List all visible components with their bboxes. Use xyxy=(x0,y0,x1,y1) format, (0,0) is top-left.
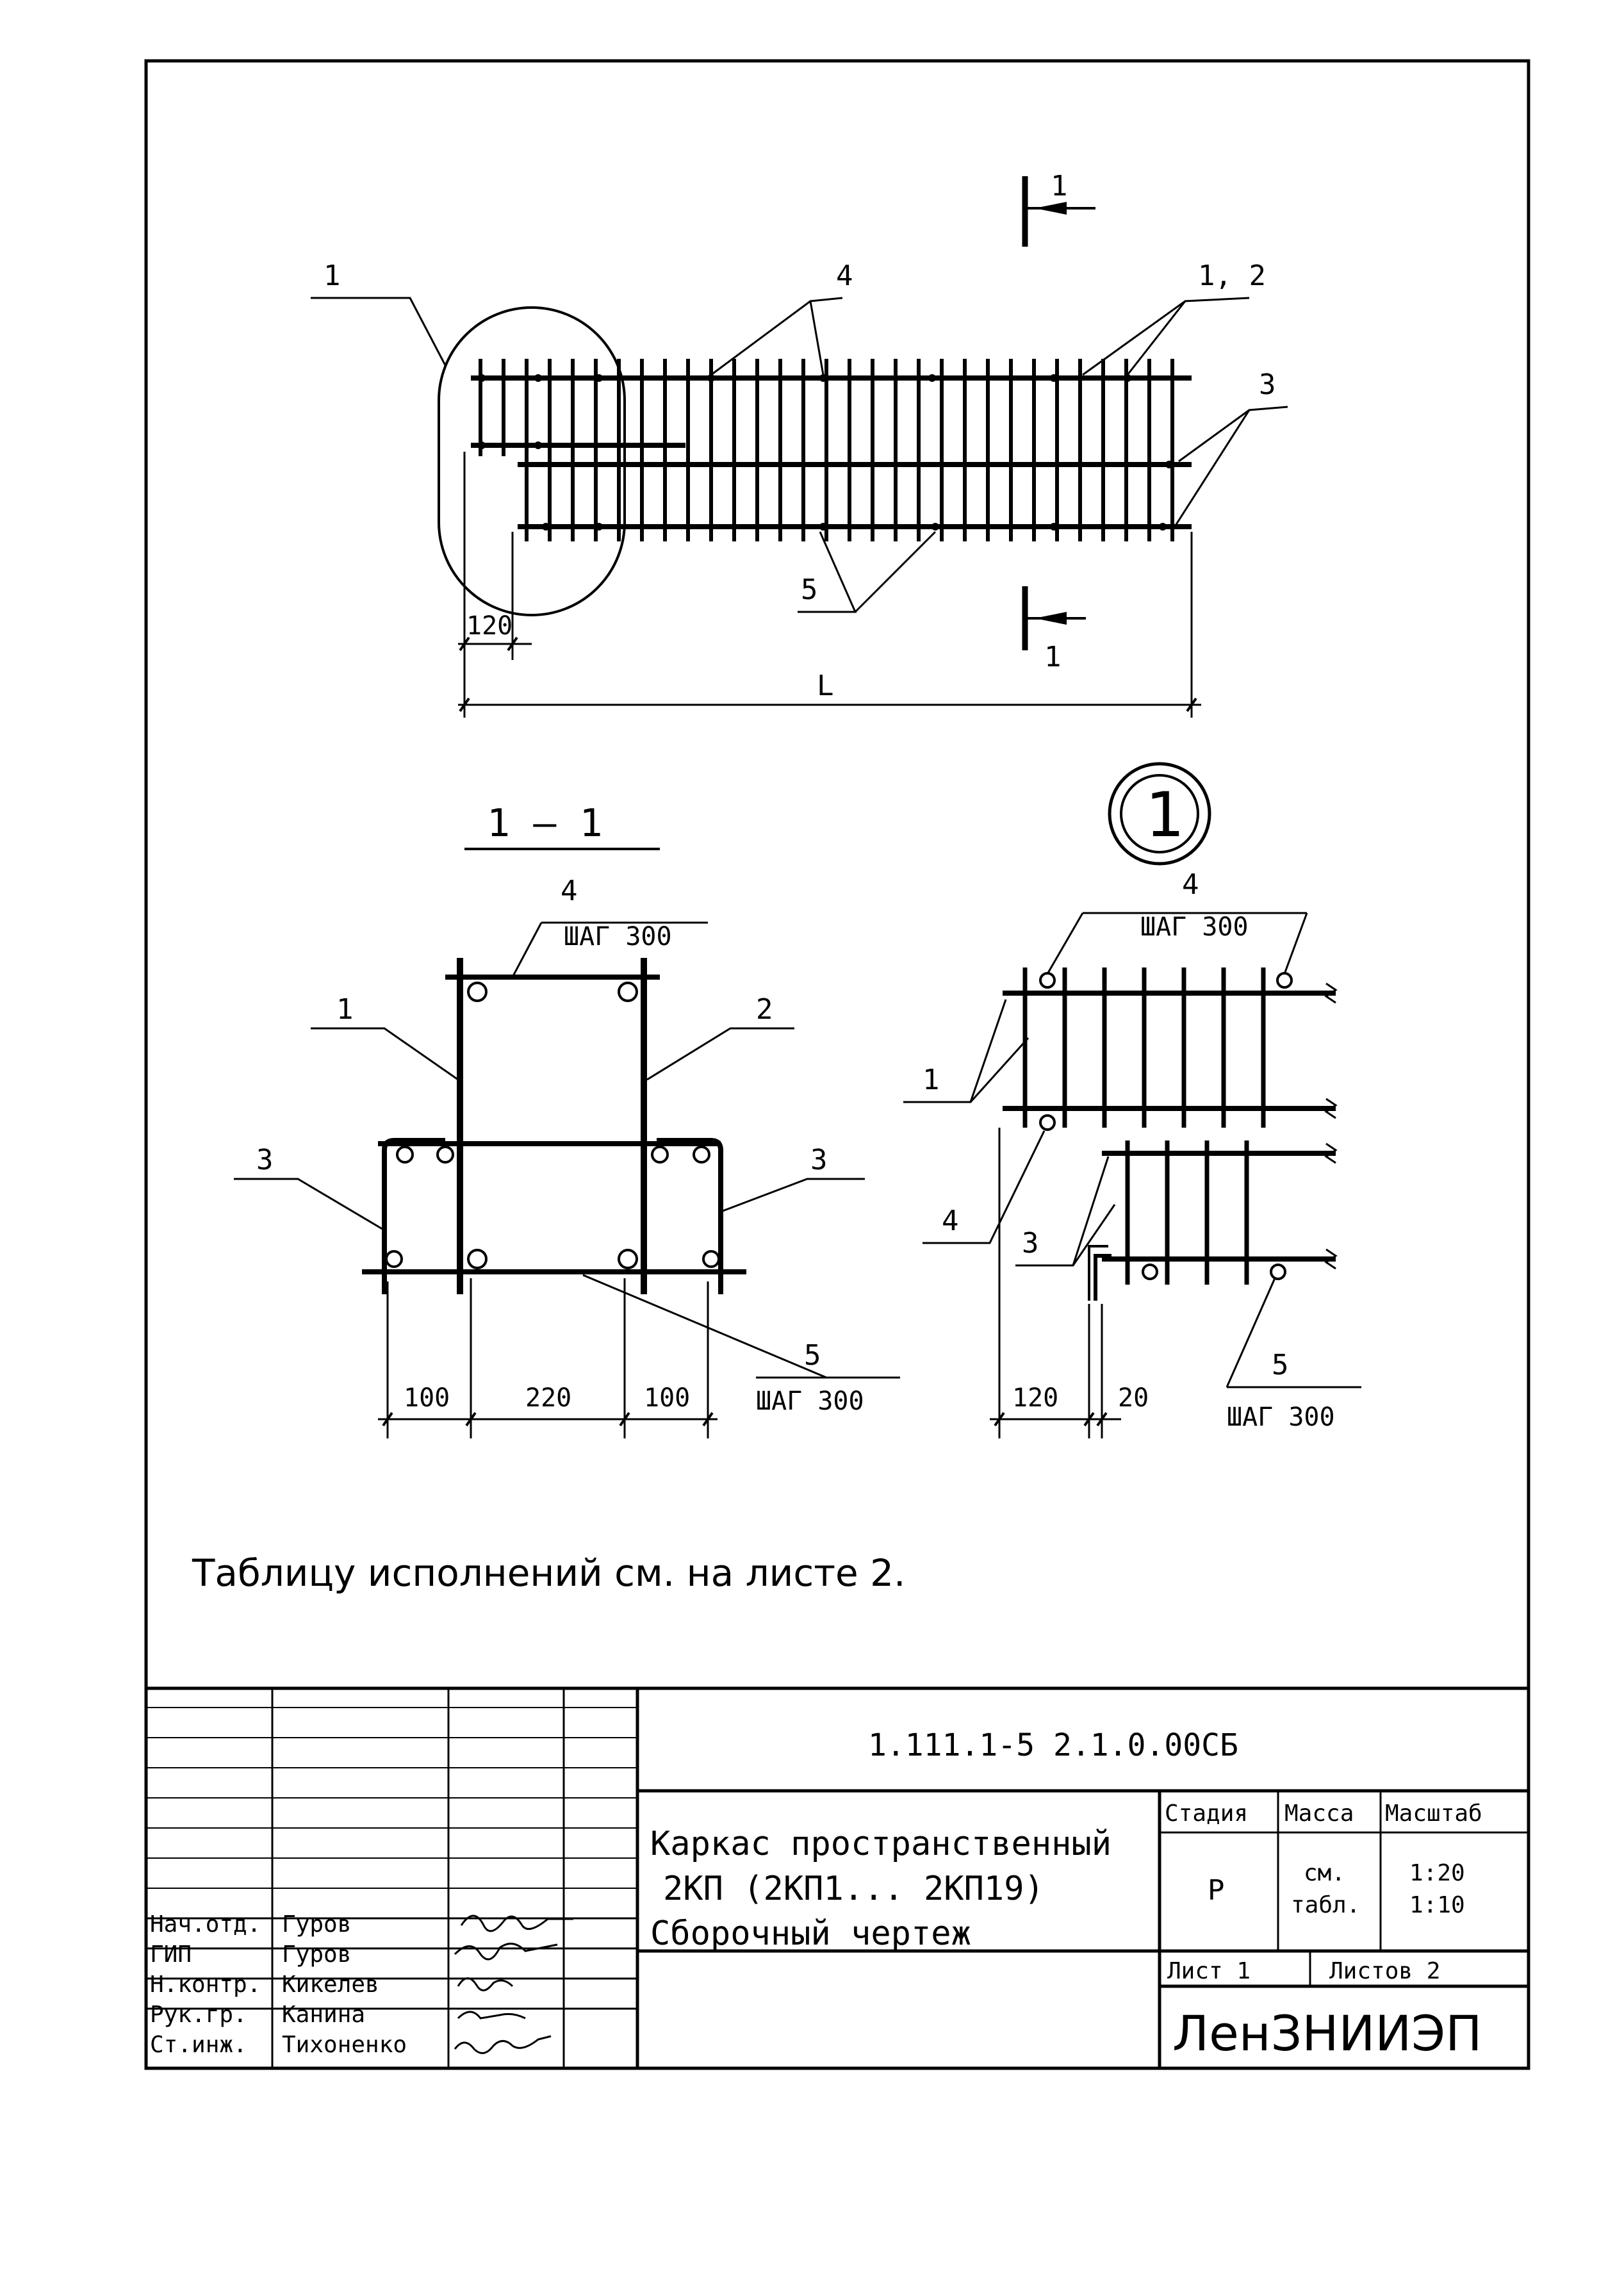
section-mark-label-top: 1 xyxy=(1051,170,1068,202)
role-label: Н.контр. xyxy=(150,1972,261,1998)
bar-dot xyxy=(542,523,550,531)
scale-value-2: 1:10 xyxy=(1409,1892,1465,1918)
stage-value: Р xyxy=(1208,1874,1225,1907)
detail-pitch-top: ШАГ 300 xyxy=(1140,912,1249,942)
section-callout-5: 5 xyxy=(804,1339,821,1372)
plan-callout-3: 3 xyxy=(1259,368,1276,401)
section-callout-2: 2 xyxy=(756,993,773,1026)
bar-dot xyxy=(478,441,486,449)
sheet-number: Лист 1 xyxy=(1167,1958,1251,1984)
section-callout-3-right: 3 xyxy=(810,1144,828,1176)
mass-value-1: см. xyxy=(1304,1860,1345,1886)
role-label: Нач.отд. xyxy=(150,1911,261,1938)
role-name: Тихоненко xyxy=(282,2032,407,2058)
plan-bar-dots xyxy=(478,374,1173,531)
bar-dot xyxy=(534,441,542,449)
scale-header: Масштаб xyxy=(1385,1800,1482,1827)
detail-dim-20: 20 xyxy=(1118,1383,1149,1413)
plan-view xyxy=(311,176,1288,718)
plan-callout-12: 1, 2 xyxy=(1198,259,1266,292)
role-name: Кикелев xyxy=(282,1972,379,1998)
role-name: Гуров xyxy=(282,1941,351,1968)
bar-dot xyxy=(1050,523,1058,531)
stage-header: Стадия xyxy=(1165,1800,1248,1827)
drawing-title-line-2: 2КП (2КП1... 2КП19) xyxy=(663,1870,1044,1908)
section-callout-3-left: 3 xyxy=(256,1144,274,1176)
sheet-count: Листов 2 xyxy=(1329,1958,1440,1984)
detail-1-view xyxy=(903,912,1361,1438)
mass-header: Масса xyxy=(1284,1800,1354,1827)
leader-12 xyxy=(1082,297,1250,376)
leader-4 xyxy=(710,297,843,376)
bar-dot xyxy=(1124,374,1131,382)
section-callout-4: 4 xyxy=(561,875,578,907)
bar-dot xyxy=(931,523,939,531)
bar-dot xyxy=(595,374,603,382)
title-block xyxy=(146,1686,1529,2068)
section-pitch-bottom: ШАГ 300 xyxy=(756,1387,864,1416)
bar-dot xyxy=(928,374,936,382)
section-mark-label-bottom: 1 xyxy=(1044,641,1062,673)
detail-callout-4-top: 4 xyxy=(1182,868,1199,901)
plan-transverse-bars-upper xyxy=(479,359,1174,456)
bar-dot xyxy=(1165,461,1173,468)
drawing-title-line-1: Каркас пространственный xyxy=(650,1825,1111,1863)
section-pitch-top: ШАГ 300 xyxy=(564,922,672,951)
detail-callout-4-bottom: 4 xyxy=(942,1205,959,1237)
bar-dot xyxy=(478,374,486,382)
bar-dot xyxy=(819,523,827,531)
role-label: Рук.гр. xyxy=(150,2002,247,2028)
bar-dot xyxy=(534,374,542,382)
section-dim-100-right: 100 xyxy=(644,1383,690,1413)
bar-dot xyxy=(1159,523,1167,531)
role-label: ГИП xyxy=(150,1941,192,1968)
role-label: Ст.инж. xyxy=(150,2032,247,2058)
detail-dim-120: 120 xyxy=(1012,1383,1058,1413)
detail-callout-5: 5 xyxy=(1272,1349,1289,1381)
role-name: Гуров xyxy=(282,1911,351,1938)
plan-callout-4: 4 xyxy=(836,259,853,292)
mass-value-2: табл. xyxy=(1291,1892,1360,1918)
section-title: 1 — 1 xyxy=(487,801,603,846)
bar-dot xyxy=(707,374,715,382)
leader-1 xyxy=(311,297,447,366)
detail-callout-3: 3 xyxy=(1022,1227,1039,1260)
bar-dot xyxy=(1050,374,1058,382)
detail-pitch-bottom: ШАГ 300 xyxy=(1227,1403,1335,1432)
bar-dot xyxy=(595,523,603,531)
section-dim-220: 220 xyxy=(525,1383,571,1413)
signatures xyxy=(454,1914,573,2054)
role-name: Канина xyxy=(282,2002,365,2028)
detail-marker-circle xyxy=(1108,762,1211,866)
section-dim-100-left: 100 xyxy=(404,1383,450,1413)
drawing-title-line-3: Сборочный чертеж xyxy=(650,1914,971,1953)
plan-callout-5: 5 xyxy=(801,573,818,606)
sheet-frame xyxy=(144,59,1530,2070)
bar-dot xyxy=(819,374,827,382)
detail-callout-1: 1 xyxy=(923,1064,940,1096)
section-callout-1: 1 xyxy=(336,993,354,1026)
scale-value-1: 1:20 xyxy=(1409,1860,1465,1886)
detail-outline xyxy=(438,306,626,616)
dim-length: L xyxy=(817,670,834,702)
organization-name: ЛенЗНИИЭП xyxy=(1172,2005,1482,2062)
document-code: 1.111.1-5 2.1.0.00СБ xyxy=(868,1727,1238,1763)
plan-callout-1: 1 xyxy=(324,259,341,292)
detail-marker-label: 1 xyxy=(1145,779,1185,851)
table-reference-note: Таблицу исполнений см. на листе 2. xyxy=(192,1551,905,1595)
dim-120: 120 xyxy=(466,611,513,641)
section-1-1-view xyxy=(234,921,900,1438)
